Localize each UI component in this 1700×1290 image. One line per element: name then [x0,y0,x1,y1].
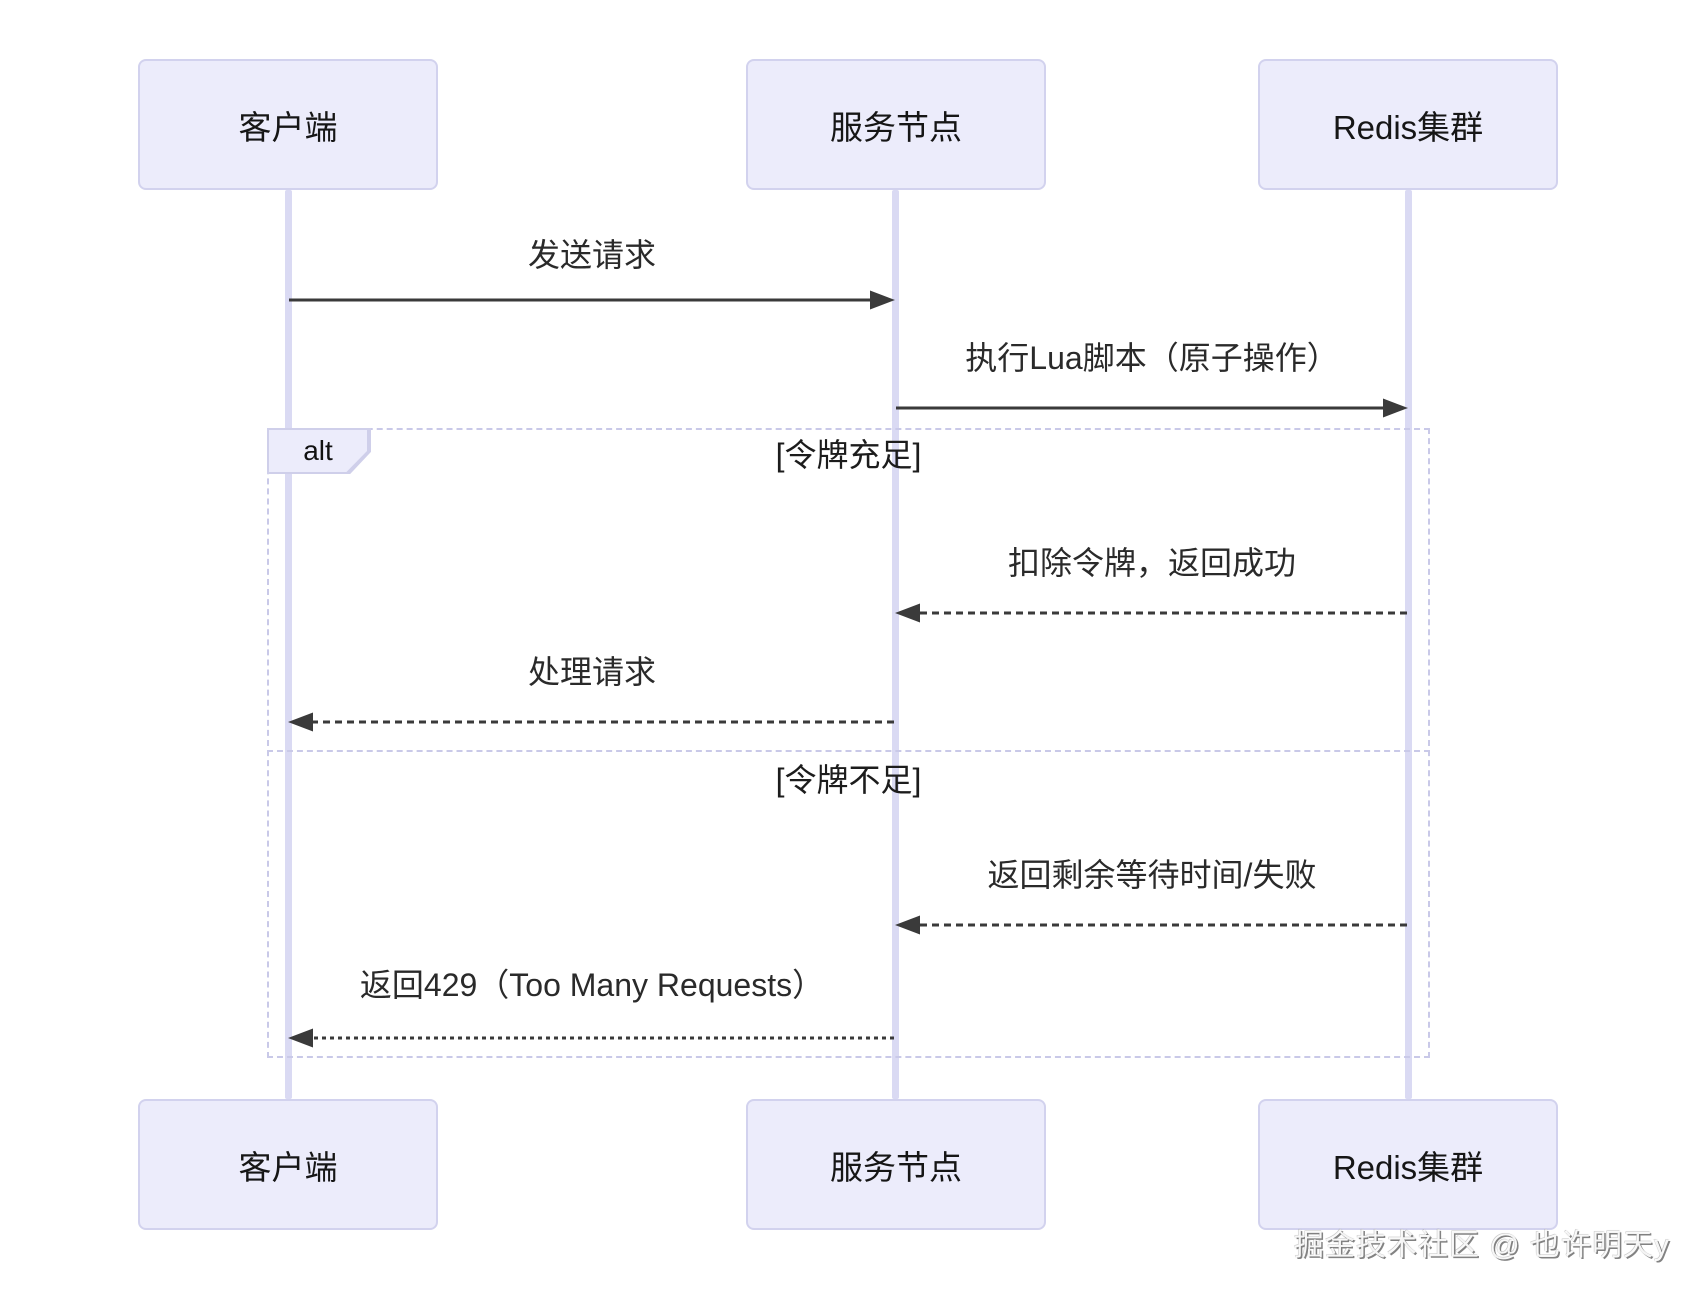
alt-frame-label: alt [267,428,371,474]
message-label-deduct-token: 扣除令牌，返回成功 [1007,545,1296,581]
participant-bottom-service: 服务节点 [746,1099,1046,1230]
message-label-send-request: 发送请求 [527,237,656,273]
lifeline-client [285,190,292,1099]
message-label-return-wait-time: 返回剩余等待时间/失败 [987,857,1317,893]
participant-label: 客户端 [238,108,338,146]
participant-bottom-client: 客户端 [138,1099,438,1230]
arrow-send-request [289,290,895,310]
alt-frame-label-text: alt [269,430,367,472]
alt-condition-tokens-insufficient: [令牌不足] [775,762,922,798]
lifeline-redis [1405,190,1412,1099]
alt-section-divider [267,750,1430,752]
participant-top-service: 服务节点 [746,59,1046,190]
participant-top-client: 客户端 [138,59,438,190]
participant-label: 服务节点 [830,1148,962,1186]
participant-bottom-redis: Redis集群 [1258,1099,1558,1230]
participant-label: 服务节点 [830,108,962,146]
message-label-return-429: 返回429（Too Many Requests） [359,967,825,1003]
participant-label: Redis集群 [1332,108,1484,146]
arrow-exec-lua [896,398,1408,418]
participant-label: 客户端 [238,1148,338,1186]
message-label-exec-lua: 执行Lua脚本（原子操作） [965,340,1339,376]
watermark: 掘金技术社区 @ 也许明天y [1293,1229,1670,1262]
message-label-process-request: 处理请求 [527,654,656,690]
participant-top-redis: Redis集群 [1258,59,1558,190]
participant-label: Redis集群 [1332,1148,1484,1186]
lifeline-service [892,190,899,1099]
alt-condition-tokens-sufficient: [令牌充足] [775,437,922,473]
alt-frame: alt [267,428,1430,1058]
